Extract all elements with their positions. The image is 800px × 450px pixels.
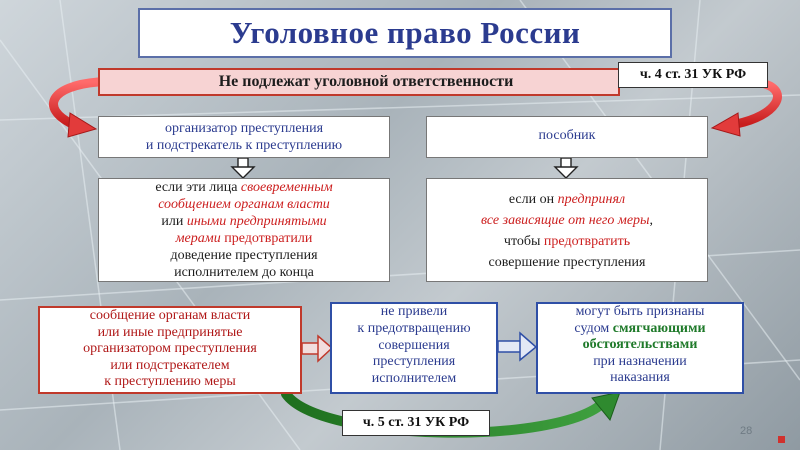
- mitigating-line: при назначении: [593, 353, 687, 369]
- article-reference-part-4: ч. 4 ст. 31 УК РФ: [618, 62, 768, 88]
- accomplice-box: пособник: [426, 116, 708, 158]
- mitigating-line: судом смягчающими: [574, 320, 706, 336]
- condition-line: чтобы предотвратить: [503, 234, 631, 249]
- not-prevented-line: преступления: [372, 354, 456, 370]
- article-reference-part-5: ч. 5 ст. 31 УК РФ: [342, 410, 490, 436]
- report-line: или подстрекателем: [110, 357, 230, 373]
- report-line: к преступлению меры: [104, 374, 236, 389]
- corner-marker: [778, 436, 785, 443]
- condition-line: исполнителем до конца: [174, 265, 314, 280]
- role-line: и подстрекатель к преступлению: [145, 138, 343, 153]
- mitigating-line: могут быть признаны: [575, 304, 705, 319]
- right-arrow-icon: [497, 331, 538, 362]
- curved-arrow-right-icon: [710, 79, 782, 137]
- report-line: или иные предпринятые: [97, 324, 243, 340]
- mitigating-line: наказания: [610, 370, 670, 385]
- down-arrow-icon: [553, 157, 579, 179]
- report-line: сообщение органам власти: [89, 308, 251, 323]
- condition-line: все зависящие от него меры,: [480, 213, 654, 228]
- condition-line: или иными предпринятыми: [161, 214, 327, 229]
- condition-line: если он предпринял: [508, 192, 626, 207]
- not-prevented-line: совершения: [378, 337, 450, 353]
- condition-line: мерами предотвратили: [175, 231, 313, 246]
- page-title: Уголовное право России: [138, 8, 672, 58]
- curved-arrow-left-icon: [49, 77, 103, 138]
- role-line: организатор преступления: [164, 121, 324, 136]
- report-line: организатором преступления: [83, 341, 257, 356]
- not-prevented-line: к предотвращению: [357, 320, 471, 336]
- right-arrow-icon: [301, 334, 334, 363]
- mitigating-circumstances-box: могут быть признаны судом смягчающими об…: [536, 302, 744, 394]
- page-number: 28: [740, 425, 753, 437]
- report-to-authorities-box: сообщение органам власти или иные предпр…: [38, 306, 302, 394]
- condition-line: доведение преступления: [170, 248, 318, 263]
- not-prevented-line: исполнителем: [371, 371, 457, 387]
- down-arrow-icon: [230, 157, 256, 179]
- not-prevented-line: не привели: [380, 304, 448, 319]
- no-liability-banner: Не подлежат уголовной ответственности: [98, 68, 620, 96]
- condition-line: если эти лица своевременным: [155, 180, 333, 195]
- accomplice-condition-box: если он предпринял все зависящие от него…: [426, 178, 708, 282]
- organizer-instigator-box: организатор преступления и подстрекатель…: [98, 116, 390, 158]
- organizer-condition-box: если эти лица своевременным сообщением о…: [98, 178, 390, 282]
- condition-line: сообщением органам власти: [158, 197, 330, 212]
- condition-line: совершение преступления: [488, 255, 646, 270]
- mitigating-line: обстоятельствами: [582, 337, 698, 352]
- not-prevented-box: не привели к предотвращению совершения п…: [330, 302, 498, 394]
